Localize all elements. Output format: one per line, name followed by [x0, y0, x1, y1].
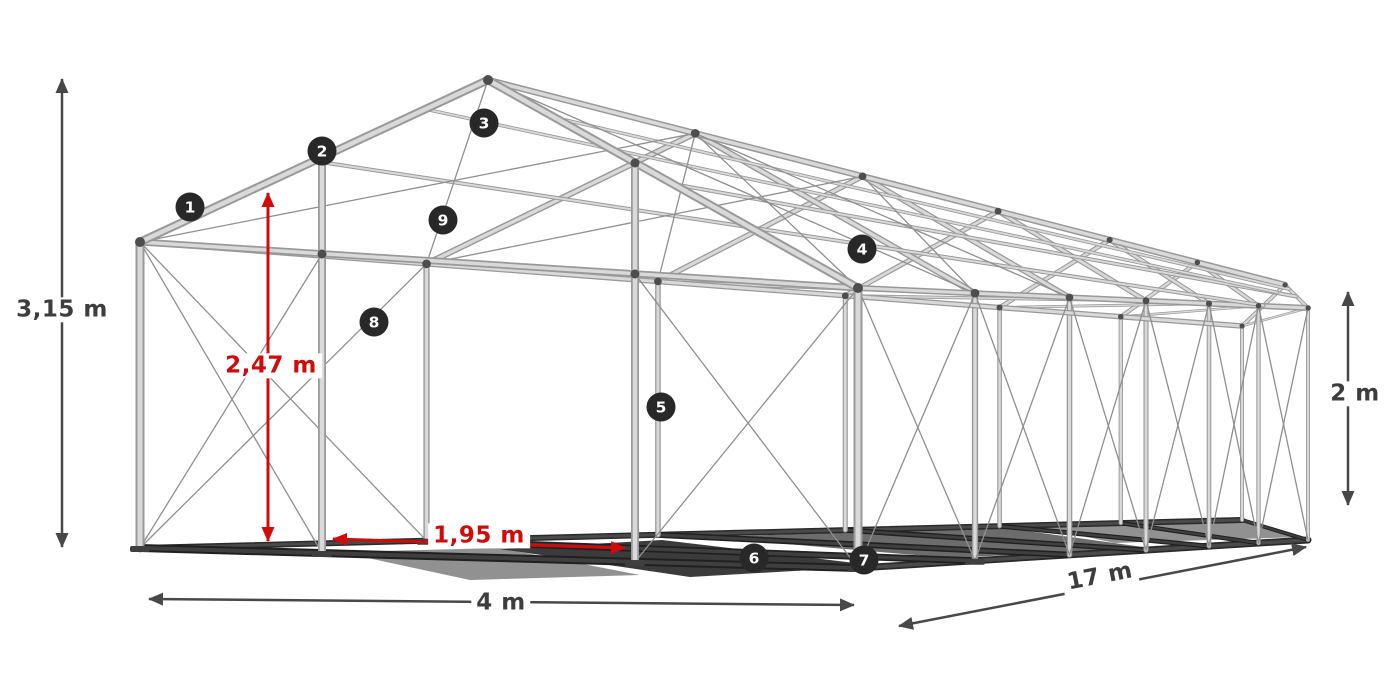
part-marker-label: 8: [369, 314, 380, 332]
part-marker-label: 9: [438, 212, 449, 230]
part-marker-label: 1: [185, 199, 196, 217]
part-marker-label: 6: [749, 550, 760, 568]
part-marker-7: 7: [849, 545, 879, 575]
part-marker-label: 2: [317, 143, 328, 161]
dimension-clearance-height: 2,47 m: [220, 353, 322, 379]
dimension-width: 4 m: [471, 590, 531, 616]
part-marker-6: 6: [739, 543, 769, 573]
part-marker-9: 9: [428, 205, 458, 235]
part-marker-label: 3: [479, 115, 490, 133]
dimension-total-height: 3,15 m: [11, 297, 113, 323]
part-marker-label: 4: [857, 241, 868, 259]
bracing-cables: [139, 79, 1309, 569]
dimension-bay-width: 1,95 m: [428, 523, 530, 549]
dimension-side-height: 2 m: [1325, 381, 1385, 407]
part-marker-label: 7: [859, 552, 870, 570]
part-markers: 1 2 3 4 5 6 7 8 9: [175, 108, 879, 575]
part-marker-2: 2: [307, 136, 337, 166]
front-gable-frame: [130, 75, 985, 573]
part-marker-8: 8: [359, 307, 389, 337]
part-marker-4: 4: [847, 234, 877, 264]
part-marker-3: 3: [469, 108, 499, 138]
ridge-and-purlins: [137, 76, 1311, 329]
part-marker-5: 5: [646, 392, 676, 422]
part-marker-1: 1: [175, 192, 205, 222]
frame-joints: [135, 75, 1311, 329]
part-marker-label: 5: [656, 399, 667, 417]
